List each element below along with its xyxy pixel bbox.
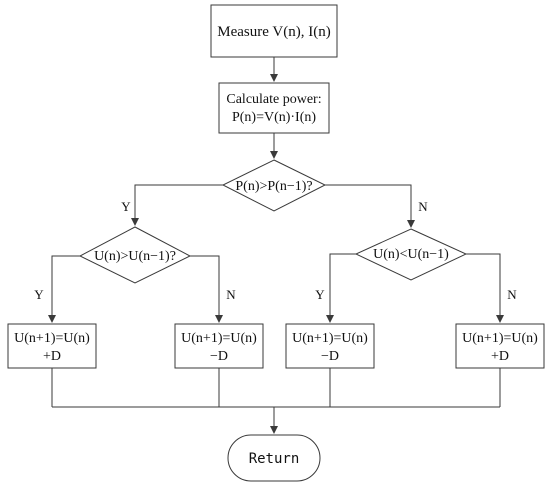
decision-left-label: U(n)>U(n−1)?	[94, 249, 176, 264]
connector-power-yes	[131, 184, 223, 226]
return-terminator	[227, 434, 321, 482]
action-left-right-line1: U(n+1)=U(n)	[181, 331, 257, 346]
action-left-left-line2: +D	[43, 349, 61, 364]
decision-right-label: U(n)<U(n−1)	[373, 247, 449, 262]
decision-right-diamond	[354, 228, 468, 281]
action-box-right-right	[455, 323, 545, 369]
power-no-label: N	[418, 199, 428, 214]
measure-label: Measure V(n), I(n)	[217, 24, 330, 40]
calculate-box	[218, 82, 330, 134]
connector-right-no	[466, 253, 504, 323]
right-yes-label: Y	[315, 287, 325, 302]
calculate-label-line2: P(n)=V(n)·I(n)	[232, 110, 316, 125]
action-right-right-line2: +D	[491, 349, 509, 364]
measure-box	[210, 4, 338, 58]
decision-left-diamond	[78, 226, 192, 284]
action-left-right-line2: −D	[210, 349, 228, 364]
left-no-label: N	[226, 287, 236, 302]
connector-left-yes	[48, 255, 80, 323]
connector-right-yes	[326, 253, 356, 323]
calculate-label-line1: Calculate power:	[226, 92, 321, 107]
action-right-left-line2: −D	[321, 349, 339, 364]
connector-power-no	[325, 184, 415, 228]
action-left-left-line1: U(n+1)=U(n)	[14, 331, 90, 346]
decision-power-diamond	[221, 159, 327, 212]
action-box-right-left	[285, 323, 375, 369]
decision-power-label: P(n)>P(n−1)?	[235, 179, 312, 194]
power-yes-label: Y	[121, 199, 131, 214]
right-no-label: N	[507, 287, 517, 302]
action-right-left-line1: U(n+1)=U(n)	[292, 331, 368, 346]
connector-left-no	[190, 255, 223, 323]
return-label: Return	[249, 451, 300, 467]
left-yes-label: Y	[34, 287, 44, 302]
action-box-left-right	[174, 323, 264, 369]
action-right-right-line1: U(n+1)=U(n)	[462, 331, 538, 346]
